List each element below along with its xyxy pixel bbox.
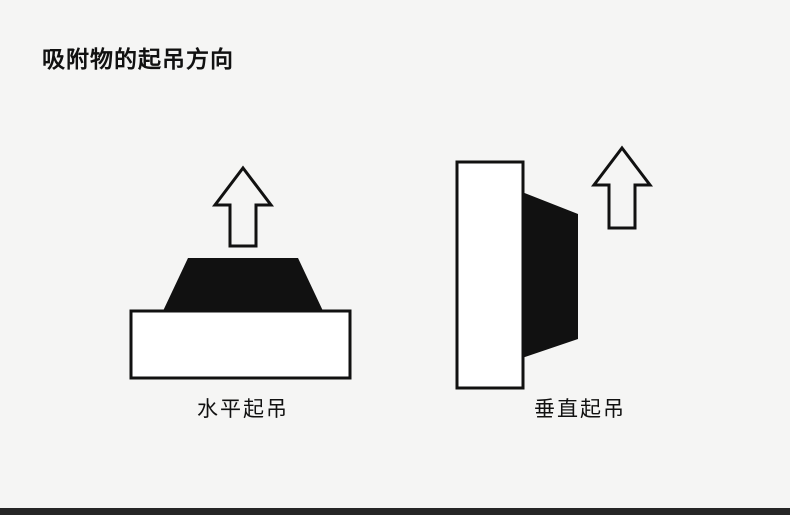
up-arrow-icon [590,145,654,230]
magnet-side-shape [522,192,578,358]
workpiece-plate-horizontal [129,309,352,380]
page-title: 吸附物的起吊方向 [42,46,234,72]
up-arrow-icon [211,165,275,248]
magnet-trapezoid-shape [163,258,323,311]
workpiece-plate-vertical [455,160,525,390]
label-vertical-lifting: 垂直起吊 [534,398,626,421]
footer-bar [0,508,790,515]
label-horizontal-lifting: 水平起吊 [197,398,289,421]
